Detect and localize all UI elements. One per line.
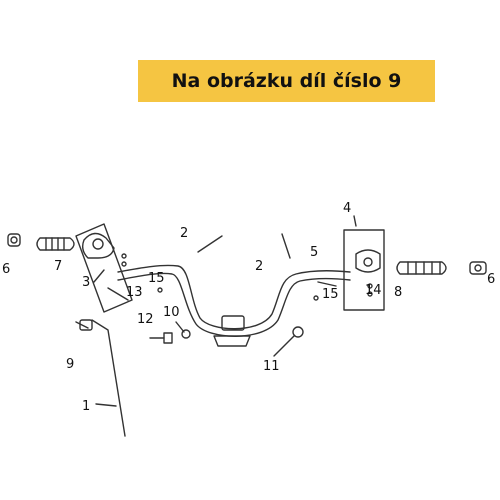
callout-8: 8 (394, 285, 402, 300)
nut-11 (292, 326, 304, 338)
banner-text: Na obrázku díl číslo 9 (171, 70, 402, 92)
part-number-banner: Na obrázku díl číslo 9 (138, 60, 435, 102)
screw-15b (313, 295, 319, 301)
callout-5: 5 (310, 245, 318, 260)
right-switch-housing (343, 229, 385, 311)
left-panel (75, 223, 133, 313)
callout-14: 14 (365, 283, 382, 298)
right-bar-end (469, 261, 487, 275)
callout-10: 10 (163, 305, 180, 320)
callout-15-left: 15 (148, 271, 165, 286)
callout-11: 11 (263, 359, 280, 374)
screw-13 (121, 253, 127, 259)
callout-12: 12 (137, 312, 154, 327)
callout-15-right: 15 (322, 287, 339, 302)
callout-2-left: 2 (180, 226, 188, 241)
callout-2-right: 2 (255, 259, 263, 274)
left-bar-end (7, 233, 21, 247)
throttle-cable (91, 319, 126, 437)
callout-13: 13 (126, 285, 143, 300)
callout-7: 7 (54, 259, 62, 274)
bolt-2-left (197, 235, 223, 253)
bolt-2-right (281, 233, 291, 259)
right-grip (396, 261, 447, 275)
callout-6-left: 6 (2, 262, 10, 277)
callout-1: 1 (82, 399, 90, 414)
callout-4: 4 (343, 201, 351, 216)
clamp-base (213, 335, 251, 347)
callout-6-right: 6 (487, 272, 495, 287)
handlebar-clamp (221, 315, 245, 331)
left-switch-housing (81, 232, 115, 259)
screw-15a (157, 287, 163, 293)
callout-9: 9 (66, 357, 74, 372)
washer-10 (181, 329, 191, 339)
callout-3: 3 (82, 275, 90, 290)
handlebar-tube (117, 264, 351, 330)
part-9-fitting (79, 319, 93, 331)
screw-14 (367, 283, 373, 289)
left-grip (36, 237, 75, 251)
